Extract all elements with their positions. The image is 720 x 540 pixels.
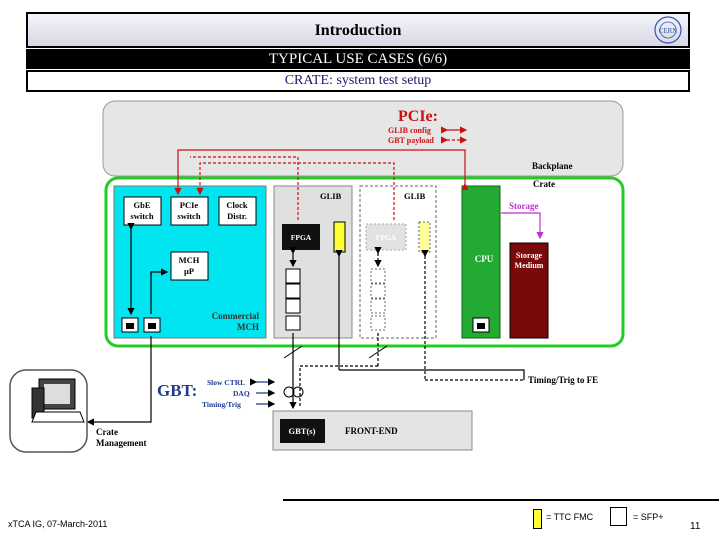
storage-label: Storage: [509, 201, 539, 211]
glib1-sfp: [285, 298, 301, 314]
gbt-title: GBT:: [157, 381, 197, 400]
fiber-mark: [368, 345, 388, 359]
glib1-label: GLIB: [320, 191, 342, 201]
storage-medium-box: [509, 242, 549, 339]
slide-heading: CRATE: system test setup: [26, 70, 690, 92]
mch-up-label-2: µP: [184, 266, 194, 276]
port-jack: [126, 323, 134, 329]
legend-ttc-fmc-label: = TTC FMC: [546, 512, 594, 522]
page-number: 11: [690, 521, 701, 532]
glib2-pcie-link: [196, 162, 395, 220]
glib1-sfp: [285, 268, 301, 284]
glib2-ttc-fmc: [418, 221, 431, 253]
crate-management-label-2: Management: [96, 438, 147, 448]
mch-up-box: [170, 251, 209, 281]
commercial-mch-label-2: MCH: [237, 322, 259, 332]
storage-medium-label-1: Storage: [516, 251, 543, 260]
page-title: Introduction: [26, 12, 690, 48]
glib2-sfp: [370, 268, 386, 284]
glib1-sfp: [285, 315, 301, 331]
glib2-sfp: [370, 315, 386, 331]
gbt-chip: [280, 419, 325, 443]
glib1-fpga-label: FPGA: [291, 233, 312, 242]
pcie-switch-label-2: switch: [177, 211, 200, 221]
glib2-sfp: [370, 298, 386, 314]
glib2-fe-link: [299, 365, 378, 408]
glib2-label: GLIB: [404, 191, 426, 201]
gbt-chip-label: GBT(s): [289, 426, 316, 436]
logo-text: CERN: [659, 27, 678, 35]
backplane-label: Backplane: [532, 161, 573, 171]
cpu-label: CPU: [475, 254, 494, 264]
crate-management-link: [86, 336, 152, 426]
fiber-mark: [283, 345, 303, 359]
gbe-switch-box: [123, 196, 162, 226]
pcie-item-gbt-payload: GBT payload: [388, 136, 434, 145]
glib1-sfp: [285, 283, 301, 299]
gbe-switch-label-1: GbE: [133, 200, 150, 210]
footer-event-date: xTCA IG, 07-March-2011: [8, 519, 108, 529]
glib1-pcie-link: [190, 156, 299, 220]
pcie-switch-box: [170, 196, 209, 226]
frontend-label: FRONT-END: [345, 426, 398, 436]
port-jack: [148, 323, 156, 329]
port-jack: [477, 323, 485, 329]
timing-trig-line: [339, 369, 525, 380]
footer-divider: [283, 499, 719, 501]
crate-management-label-1: Crate: [96, 427, 118, 437]
legend-ttc-fmc-swatch: [533, 509, 542, 529]
optical-coupler: [283, 386, 295, 398]
mch-port-link: [150, 268, 169, 314]
storage-medium-label-2: Medium: [515, 261, 544, 270]
clock-distr-box: [218, 196, 257, 226]
optical-coupler: [292, 386, 304, 398]
pcie-switch-label-1: PCIe: [180, 200, 199, 210]
mch-up-label-1: MCH: [179, 255, 200, 265]
cpu-box: [461, 185, 501, 339]
cern-logo: CERN: [652, 14, 684, 46]
glib1-fpga: [282, 224, 320, 250]
timing-trig-label: Timing/Trig to FE: [528, 375, 598, 385]
pcie-config-link: [174, 149, 469, 196]
section-subtitle: TYPICAL USE CASES (6/6): [26, 49, 690, 69]
pcie-title: PCIe:: [398, 108, 438, 125]
gbt-item-timing: Timing/Trig: [202, 400, 241, 409]
computer-icon: [31, 378, 85, 423]
clock-label-2: Distr.: [227, 211, 247, 221]
legend-sfp-label: = SFP+: [633, 512, 664, 522]
commercial-mch-label-1: Commercial: [212, 311, 260, 321]
gbe-switch-label-2: switch: [130, 211, 153, 221]
glib1-ttc-fmc: [333, 221, 346, 253]
glib2-fpga-label: FPGA: [376, 233, 397, 242]
storage-link: [501, 212, 544, 240]
crate-label: Crate: [533, 179, 555, 189]
pcie-item-glib-config: GLIB config: [388, 126, 431, 135]
clock-label-1: Clock: [226, 200, 248, 210]
gbt-item-slow-ctrl: Slow CTRL: [207, 378, 245, 387]
legend-sfp-swatch: [610, 507, 627, 526]
glib1-box: [273, 185, 353, 339]
gbt-item-daq: DAQ: [233, 389, 250, 398]
glib2-fpga: [365, 223, 407, 251]
glib2-sfp: [370, 283, 386, 299]
